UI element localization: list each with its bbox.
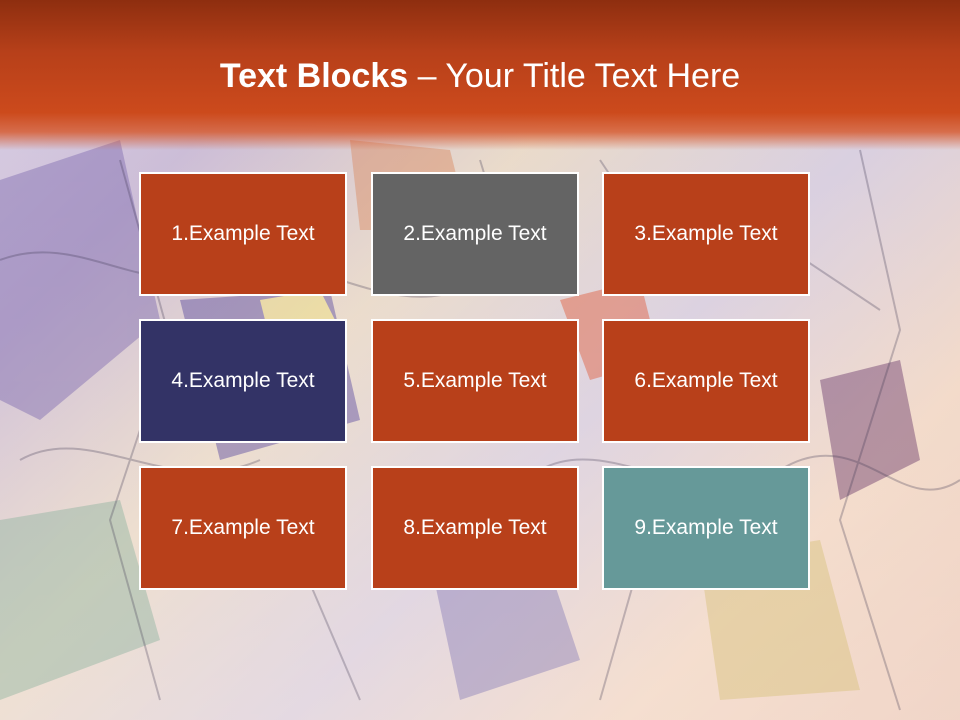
slide-title: Text Blocks – Your Title Text Here [0,55,960,97]
text-block-4: 4.Example Text [139,319,347,443]
text-block-3: 3.Example Text [602,172,810,296]
text-block-1: 1.Example Text [139,172,347,296]
text-block-5: 5.Example Text [371,319,579,443]
text-block-8: 8.Example Text [371,466,579,590]
text-block-7: 7.Example Text [139,466,347,590]
title-separator: – [408,57,446,95]
title-banner [0,0,960,150]
title-bold: Text Blocks [219,57,409,95]
text-block-2: 2.Example Text [371,172,579,296]
title-rest: Your Title Text Here [445,57,741,95]
text-block-9: 9.Example Text [602,466,810,590]
text-block-6: 6.Example Text [602,319,810,443]
